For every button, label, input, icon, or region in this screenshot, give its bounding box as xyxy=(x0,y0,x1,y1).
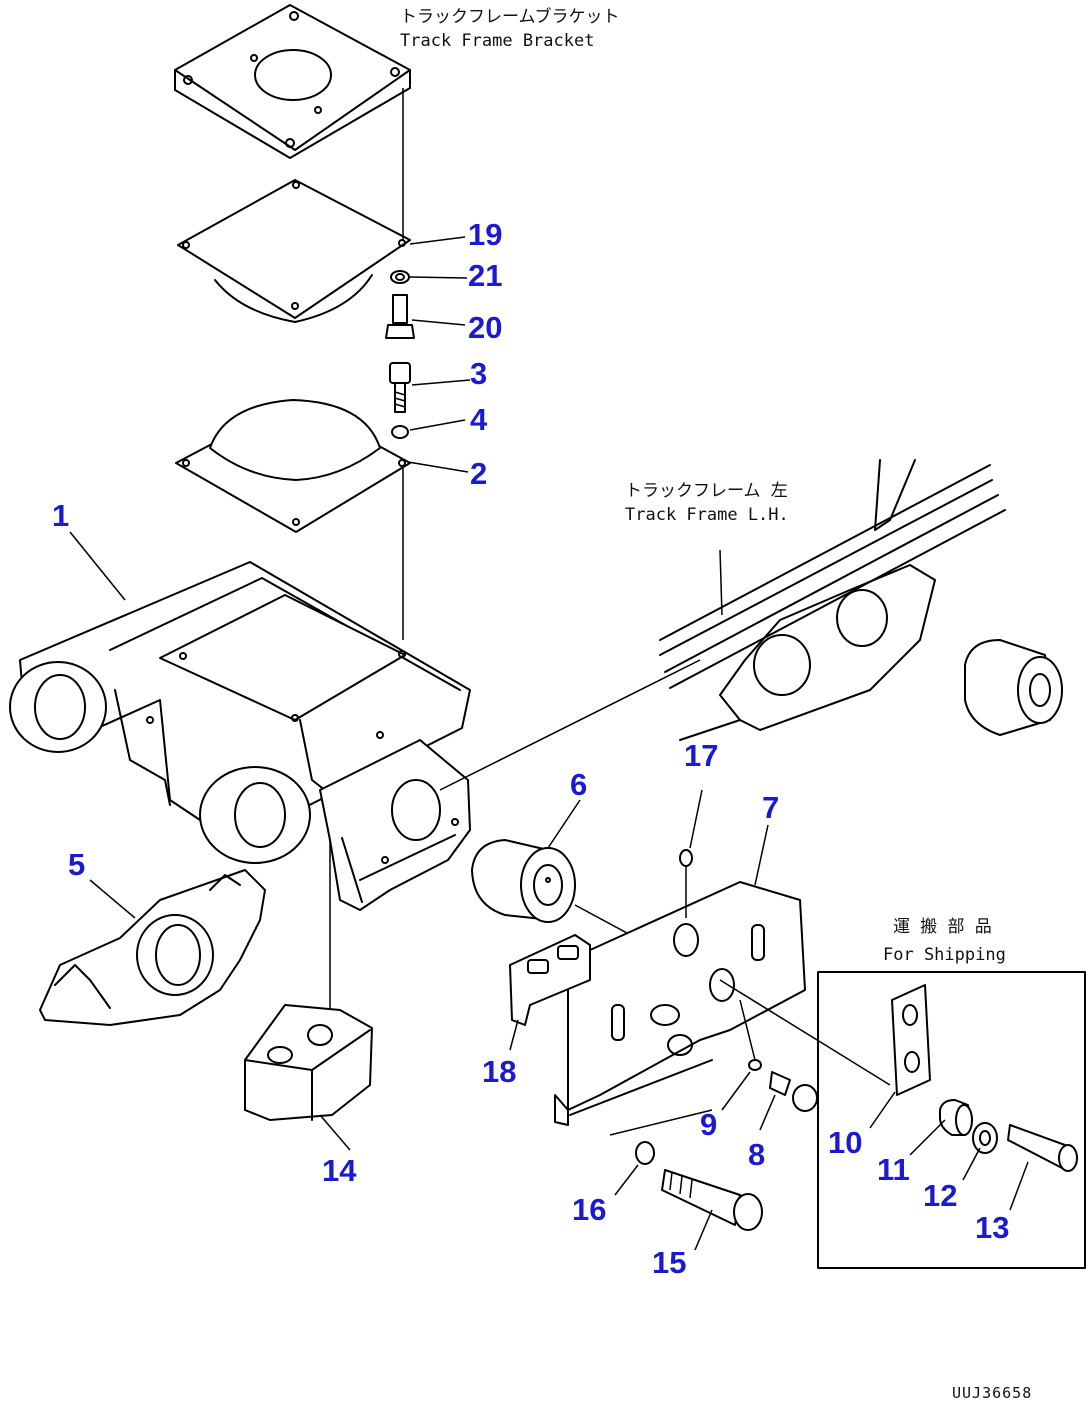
track-frame-bracket-plate xyxy=(174,4,411,159)
callout-20: 20 xyxy=(468,310,502,345)
guard-plate-7 xyxy=(554,881,806,1126)
plate-10 xyxy=(891,984,931,1096)
frame-lh-link-line xyxy=(439,659,701,791)
drawing-code: UUJ36658 xyxy=(952,1384,1032,1402)
bolt-15 xyxy=(661,1169,763,1231)
shim-18 xyxy=(509,934,591,1026)
pin-6 xyxy=(471,839,576,923)
callout-15: 15 xyxy=(652,1245,686,1280)
bolt-8 xyxy=(769,1071,818,1112)
callout-13: 13 xyxy=(975,1210,1009,1245)
callout-11: 11 xyxy=(877,1152,910,1187)
callout-7: 7 xyxy=(762,790,779,825)
callout-2: 2 xyxy=(470,456,487,491)
callout-14: 14 xyxy=(322,1153,357,1188)
cover-plate-19 xyxy=(177,179,411,323)
callout-19: 19 xyxy=(468,217,502,252)
callout-5: 5 xyxy=(68,847,85,882)
callout-leaders xyxy=(69,236,1029,1251)
callout-1: 1 xyxy=(52,498,69,533)
callout-21: 21 xyxy=(468,258,502,293)
bolt-8-leader xyxy=(739,999,756,1061)
callout-10: 10 xyxy=(828,1125,862,1160)
washer-16 xyxy=(635,1141,655,1165)
frame-lh-leader xyxy=(719,549,723,616)
equalizer-support-bracket xyxy=(319,739,471,911)
washer-17 xyxy=(679,849,693,867)
callout-3: 3 xyxy=(470,356,487,391)
callout-8: 8 xyxy=(748,1137,765,1172)
bolt-15-leader xyxy=(609,1109,713,1136)
callout-9: 9 xyxy=(700,1107,717,1142)
bolt-20 xyxy=(385,294,415,339)
callout-12: 12 xyxy=(923,1178,957,1213)
track-frame-bracket-en-label: Track Frame Bracket xyxy=(400,31,594,51)
track-frame-lh xyxy=(659,459,1063,741)
washer-9 xyxy=(748,1059,762,1071)
washer-12 xyxy=(972,1122,998,1154)
for-shipping-jp-label: 運 搬 部 品 xyxy=(893,917,992,937)
track-frame-1 xyxy=(9,561,471,864)
for-shipping-en-label: For Shipping xyxy=(883,945,1006,965)
link-5 xyxy=(39,869,266,1026)
callout-17: 17 xyxy=(684,738,718,773)
track-frame-lh-en-label: Track Frame L.H. xyxy=(625,505,789,525)
rubber-mount-2 xyxy=(175,399,411,533)
for-shipping-box xyxy=(817,971,1086,1269)
callout-4: 4 xyxy=(470,402,488,437)
spacer-11 xyxy=(939,1099,973,1136)
track-frame-bracket-jp-label: トラックフレームブラケット xyxy=(400,6,619,27)
bolt-13 xyxy=(1007,1124,1078,1172)
callout-6: 6 xyxy=(570,767,587,802)
shipping-link-line xyxy=(719,979,891,1086)
callout-18: 18 xyxy=(482,1054,516,1089)
callout-16: 16 xyxy=(572,1192,606,1227)
washer-21 xyxy=(390,270,410,284)
guard-block-14 xyxy=(244,1004,373,1121)
washer-4 xyxy=(391,425,409,439)
track-frame-lh-jp-label: トラックフレーム 左 xyxy=(625,481,788,501)
bolt-3 xyxy=(389,362,411,413)
